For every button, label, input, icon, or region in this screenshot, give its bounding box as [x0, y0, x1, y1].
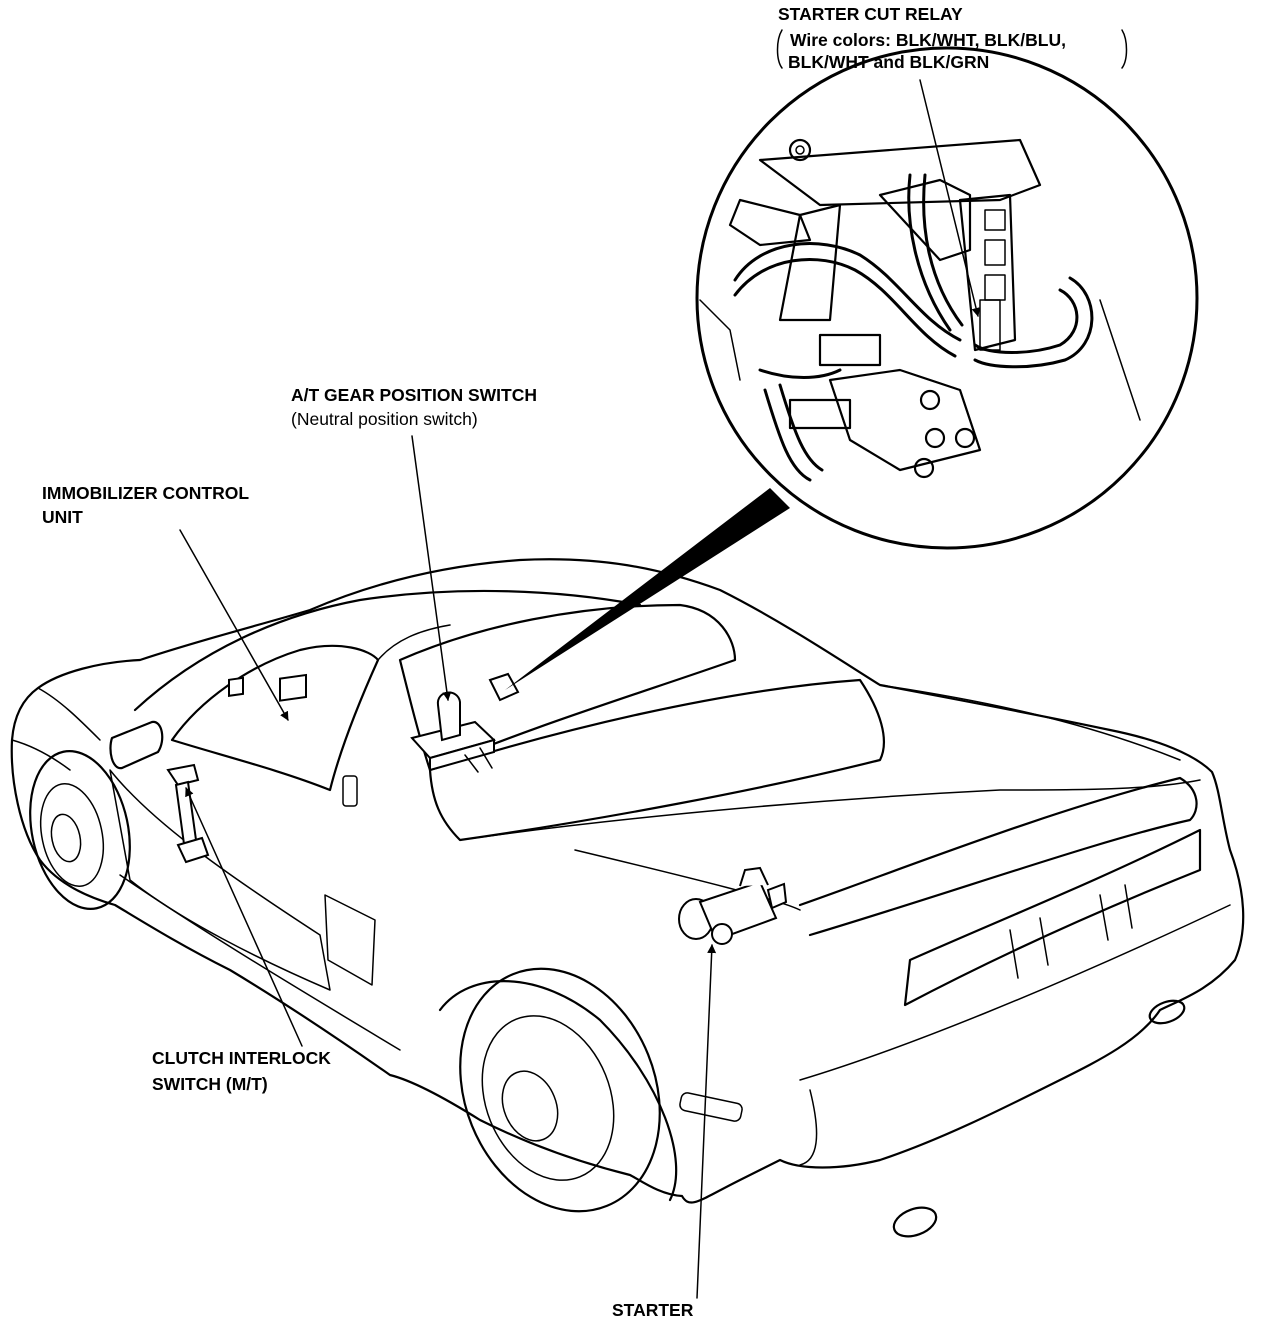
clutch-interlock-switch[interactable] [166, 763, 210, 864]
side-window [170, 644, 380, 792]
wire-colors-bracket-left [776, 29, 783, 69]
car-illustration [10, 558, 1245, 1238]
rear-deck-line [879, 684, 1181, 761]
side-mirror [109, 720, 164, 770]
at-gear-position-switch[interactable] [410, 691, 496, 773]
components [166, 672, 788, 945]
leader-starter-cut-relay [919, 79, 981, 317]
a-pillar [377, 624, 451, 661]
starter-title: STARTER [612, 1300, 694, 1320]
clutch-interlock-line2: SWITCH (M/T) [152, 1074, 268, 1094]
at-gear-position-switch-subtitle: (Neutral position switch) [291, 409, 478, 429]
front-hood-line [37, 687, 101, 741]
label-clutch-interlock-switch: CLUTCH INTERLOCK SWITCH (M/T) [152, 1048, 331, 1094]
label-at-gear-position-switch: A/T GEAR POSITION SWITCH (Neutral positi… [291, 385, 537, 429]
detail-circle-outline [695, 46, 1199, 550]
car-body-outline [10, 558, 1245, 1204]
front-bumper-line [11, 739, 71, 771]
label-starter-cut-relay: STARTER CUT RELAY Wire colors: BLK/WHT, … [776, 4, 1128, 72]
wire-colors-bracket-right [1121, 29, 1128, 69]
door-handle [342, 775, 358, 807]
side-skirt-line [119, 874, 401, 1051]
leader-at-gear-position-switch [411, 435, 452, 701]
front-wheel [29, 750, 131, 910]
immobilizer-line1: IMMOBILIZER CONTROL [42, 483, 249, 503]
rear-side-marker [679, 1092, 743, 1122]
rear-window [398, 603, 737, 772]
wire-colors-line1: Wire colors: BLK/WHT, BLK/BLU, [790, 30, 1066, 50]
detail-inset [695, 46, 1199, 550]
exhaust-left [892, 1206, 938, 1238]
wire-colors-line2: BLK/WHT and BLK/GRN [788, 52, 989, 72]
deck-lid [459, 779, 1201, 841]
rear-quarter-line [799, 1089, 818, 1166]
label-immobilizer-control-unit: IMMOBILIZER CONTROL UNIT [42, 483, 249, 527]
rear-bumper [799, 904, 1231, 1081]
exhaust-right [1148, 999, 1186, 1025]
door-outline [109, 769, 331, 991]
immobilizer-unit-box[interactable] [279, 673, 307, 702]
leader-immobilizer [179, 529, 289, 721]
at-gear-position-switch-title: A/T GEAR POSITION SWITCH [291, 385, 537, 405]
rear-wheel [438, 967, 678, 1213]
starter-cut-relay-box[interactable] [488, 672, 520, 702]
engine-lid-edge [574, 849, 801, 911]
label-starter: STARTER [612, 1300, 694, 1320]
immobilizer-secondary-box [228, 676, 244, 697]
leader-clutch-interlock [185, 787, 303, 1047]
leader-lines [179, 79, 981, 1299]
starter-cut-relay-title: STARTER CUT RELAY [778, 4, 963, 24]
immobilizer-line2: UNIT [42, 507, 83, 527]
clutch-interlock-line1: CLUTCH INTERLOCK [152, 1048, 331, 1068]
taillight-panel [903, 828, 1202, 1007]
roof-line [133, 589, 642, 712]
taillight-dividers [1009, 884, 1133, 979]
rear-spoiler [798, 776, 1198, 937]
starter-motor[interactable] [678, 866, 788, 945]
leader-starter [696, 944, 717, 1299]
magnifier-cone [505, 488, 790, 690]
side-intake [324, 894, 376, 986]
